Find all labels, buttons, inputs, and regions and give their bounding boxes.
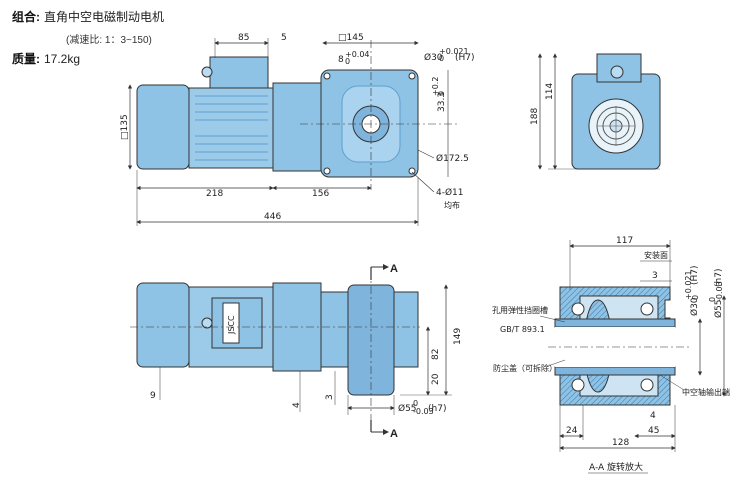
dim-4-front: 4 [292,402,302,408]
dim-218: 218 [206,189,223,199]
dim-446: 446 [264,212,281,222]
dim-33-upper-tol: +0.2 [431,77,440,96]
bearing-lower-right [640,378,654,392]
section-title: A-A 旋转放大 [589,461,643,473]
dim-shaft-55-upper-tol: 0 [413,399,418,408]
cable-gland-icon [201,66,213,78]
dim-holes: 4-Ø11 [436,187,464,198]
dim-keyway: 8 [338,55,344,65]
adapter-flange [272,82,322,172]
dim-3-front: 3 [325,394,335,400]
dim-24: 24 [566,426,578,436]
dim-4-section: 4 [650,411,656,421]
nameplate-text: JSCC [227,315,236,335]
dim-shaft-55-lower-tol: -0.03 [413,407,434,416]
dim-bore-upper-tol: +0.021 [439,47,469,56]
section-arrow-a-top: A [390,263,398,275]
dim-sq145: □145 [338,33,364,43]
top-side-view: 85 5 □145 8 +0.04 0 Ø30 +0.021 0 (H7) 33… [120,33,475,226]
front-cable-gland-icon [201,317,213,329]
bearing-upper-right [640,302,654,316]
dim-bore2-30: Ø30 [689,297,700,316]
dim-114: 114 [545,83,555,100]
dim-shaft2-upper-tol: 0 [708,297,717,302]
dim-bore2-lower-tol: 0 [691,295,700,300]
dim-85: 85 [238,33,249,43]
dust-cover-label: 防尘盖（可拆除） [493,363,557,373]
dim-33-3: 33.3 [437,92,447,112]
motor-fan-cap [136,84,190,170]
dim-bore-30: Ø30 [424,52,443,63]
dim-keyway-upper-tol: +0.04 [345,50,370,59]
hollow-output-label: 中空轴输出端 [682,387,730,397]
dim-holes-note: 均布 [444,200,460,210]
dim-20: 20 [431,373,441,385]
dim-bore-fit: (H7) [455,53,475,63]
dim-117: 117 [616,236,633,246]
dim-bore-lower-tol: 0 [439,54,444,63]
bearing-lower-left [571,378,585,392]
dim-9: 9 [150,391,156,401]
dim-188: 188 [530,108,540,125]
dim-bore2-upper-tol: +0.021 [684,270,693,300]
dim-172-5: Ø172.5 [436,153,469,164]
reduction-ratio: (减速比: 1：3~150) [66,35,152,46]
retaining-ring-label: 孔用弹性挡圈槽 [492,305,548,315]
dim-shaft-55-fit: (h7) [428,404,446,414]
mounting-face-label: 安装面 [644,250,668,260]
dim-bore2-fit: (H7) [690,265,700,285]
mass-row: 质量: 17.2kg [12,50,80,67]
dim-sq135: □135 [120,114,130,140]
bearing-upper-left [571,302,585,316]
hollow-shaft-lower [554,366,676,376]
combination-label: 组合: [12,10,40,24]
gb-standard-label: GB/T 893.1 [500,325,545,334]
dim-149: 149 [453,328,463,345]
motor-body [188,87,274,169]
dim-keyway-lower-tol: 0 [345,57,350,66]
end-view-gland-icon [610,65,624,79]
front-view: JSCC A A 149 82 20 9 4 3 [130,263,463,440]
section-a-a: 117 安装面 3 Ø30 +0.021 0 (H7) Ø55 0 -0.03 … [492,236,730,474]
nameplate [222,302,240,344]
dim-shaft2-lower-tol: -0.03 [715,281,724,302]
dim-128: 128 [612,438,629,448]
dim-33-lower-tol: 0 [437,91,446,96]
section-arrow-a-bottom: A [390,428,398,440]
front-fan-cap [136,282,190,368]
end-view: 114 188 [530,53,661,170]
dim-45: 45 [648,426,659,436]
dim-shaft2-55: Ø55 [713,299,724,318]
terminal-box [209,56,269,89]
dim-156: 156 [312,189,329,199]
dim-5: 5 [281,33,287,43]
mass-label: 质量: [12,52,40,66]
hollow-shaft-upper [554,318,676,328]
combination-value: 直角中空电磁制动电机 [44,10,165,24]
mass-value: 17.2kg [44,52,81,66]
dim-82: 82 [431,349,441,360]
dim-shaft-55: Ø55 [398,403,417,414]
dim-shaft2-fit: (h7) [714,269,724,287]
dim-3-section: 3 [652,271,658,281]
combination-row: 组合: 直角中空电磁制动电机 [12,8,164,25]
